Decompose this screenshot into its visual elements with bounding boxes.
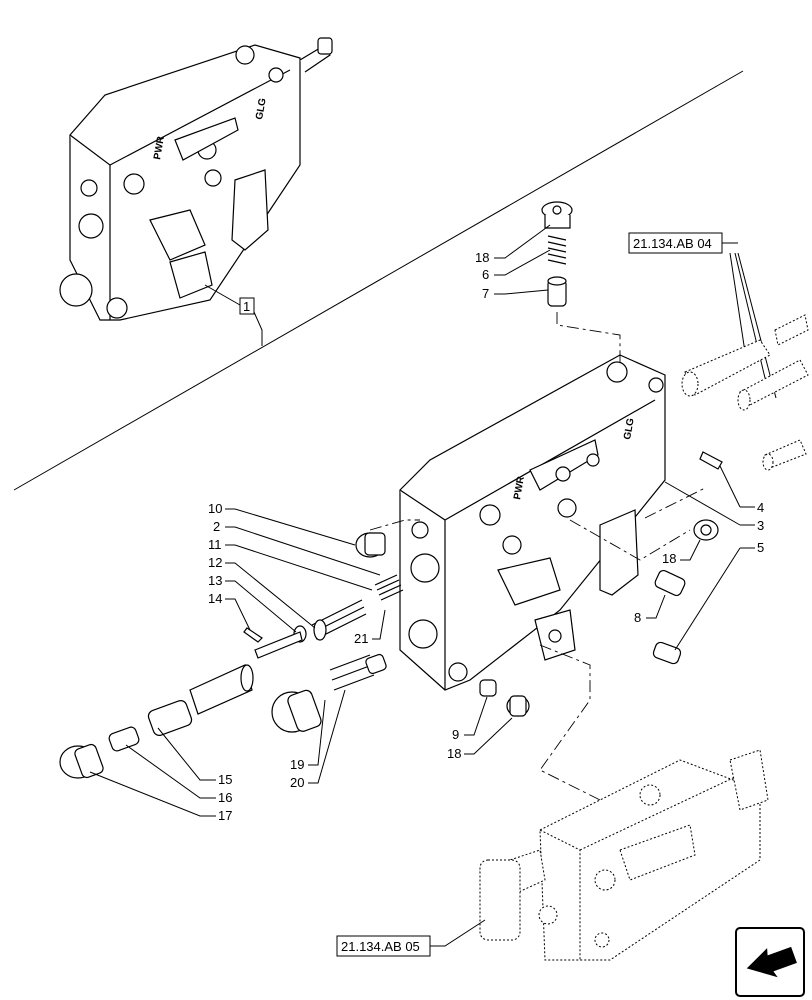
engraving-pwr-overview: PWR (152, 135, 167, 161)
callout-18-bottom-label: 18 (447, 746, 461, 761)
valve-body: PWR GLG (399, 354, 666, 691)
callout-18-right: 18 (662, 539, 701, 566)
engraving-glg: GLG (622, 417, 637, 440)
callout-21: 21 (354, 609, 386, 646)
plug-18-right (693, 519, 719, 541)
callout-10-label: 10 (208, 501, 222, 516)
assembly-line-top (556, 312, 621, 362)
engraving-glg-overview: GLG (254, 97, 269, 120)
sleeve-5 (652, 641, 682, 665)
pin-4 (699, 451, 723, 470)
assembly-line-right-2 (644, 487, 706, 519)
callout-1-label: 1 (243, 299, 250, 314)
callout-3-label: 3 (757, 518, 764, 533)
callout-4-label: 4 (757, 500, 764, 515)
callout-10: 10 (208, 501, 356, 546)
assembly-line-right (569, 519, 691, 561)
callout-13: 13 (208, 573, 297, 633)
callout-16-label: 16 (218, 790, 232, 805)
callout-14-label: 14 (208, 591, 222, 606)
callout-11-label: 11 (208, 537, 222, 552)
callout-15-label: 15 (218, 772, 232, 787)
callout-13-label: 13 (208, 573, 222, 588)
callout-6: 6 (482, 249, 551, 282)
callout-7-label: 7 (482, 286, 489, 301)
callout-20: 20 (290, 689, 346, 790)
callout-18-top-label: 18 (475, 250, 489, 265)
separator-line (13, 70, 744, 491)
callout-3: 3 (664, 481, 764, 533)
callout-11: 11 (208, 537, 373, 591)
assembly-line-left (369, 519, 420, 531)
callout-12-label: 12 (208, 555, 222, 570)
callout-18-right-label: 18 (662, 551, 676, 566)
ref-top-label: 21.134.AB 04 (633, 236, 712, 251)
callout-16: 16 (125, 744, 232, 805)
callout-4: 4 (719, 465, 764, 515)
callout-2-label: 2 (213, 519, 220, 534)
spool-parts (59, 532, 404, 779)
engraving-pwr: PWR (512, 475, 527, 501)
small-parts-bottom (479, 679, 530, 717)
callout-5-label: 5 (757, 540, 764, 555)
callout-19: 19 (290, 699, 326, 772)
cap-plug-assembly (541, 201, 573, 307)
bolts-dashed (681, 314, 809, 471)
callout-5: 5 (674, 540, 764, 651)
callout-8: 8 (634, 594, 666, 625)
callout-18-top: 18 (475, 224, 551, 265)
ref-box-bottom: 21.134.AB 05 (336, 919, 486, 957)
callout-17: 17 (89, 771, 232, 823)
callout-2: 2 (213, 519, 381, 576)
callout-9: 9 (452, 696, 488, 742)
callout-21-label: 21 (354, 631, 368, 646)
callout-19-label: 19 (290, 757, 304, 772)
callout-6-label: 6 (482, 267, 489, 282)
callout-20-label: 20 (290, 775, 304, 790)
callout-15: 15 (157, 727, 232, 787)
callout-18-bottom: 18 (447, 717, 513, 761)
callout-14: 14 (208, 591, 251, 631)
callout-12: 12 (208, 555, 316, 629)
callout-9-label: 9 (452, 727, 459, 742)
sleeve-8 (654, 569, 686, 597)
callout-1: 1 (204, 284, 263, 346)
valve-assembly-overview: PWR GLG (59, 37, 333, 321)
assembly-line-bottom (539, 644, 601, 801)
callout-17-label: 17 (218, 808, 232, 823)
ghost-assembly-bottom (479, 749, 769, 961)
ref-bottom-label: 21.134.AB 05 (341, 939, 420, 954)
arrow-icon[interactable] (735, 927, 805, 997)
callout-7: 7 (482, 286, 549, 301)
callout-8-label: 8 (634, 610, 641, 625)
